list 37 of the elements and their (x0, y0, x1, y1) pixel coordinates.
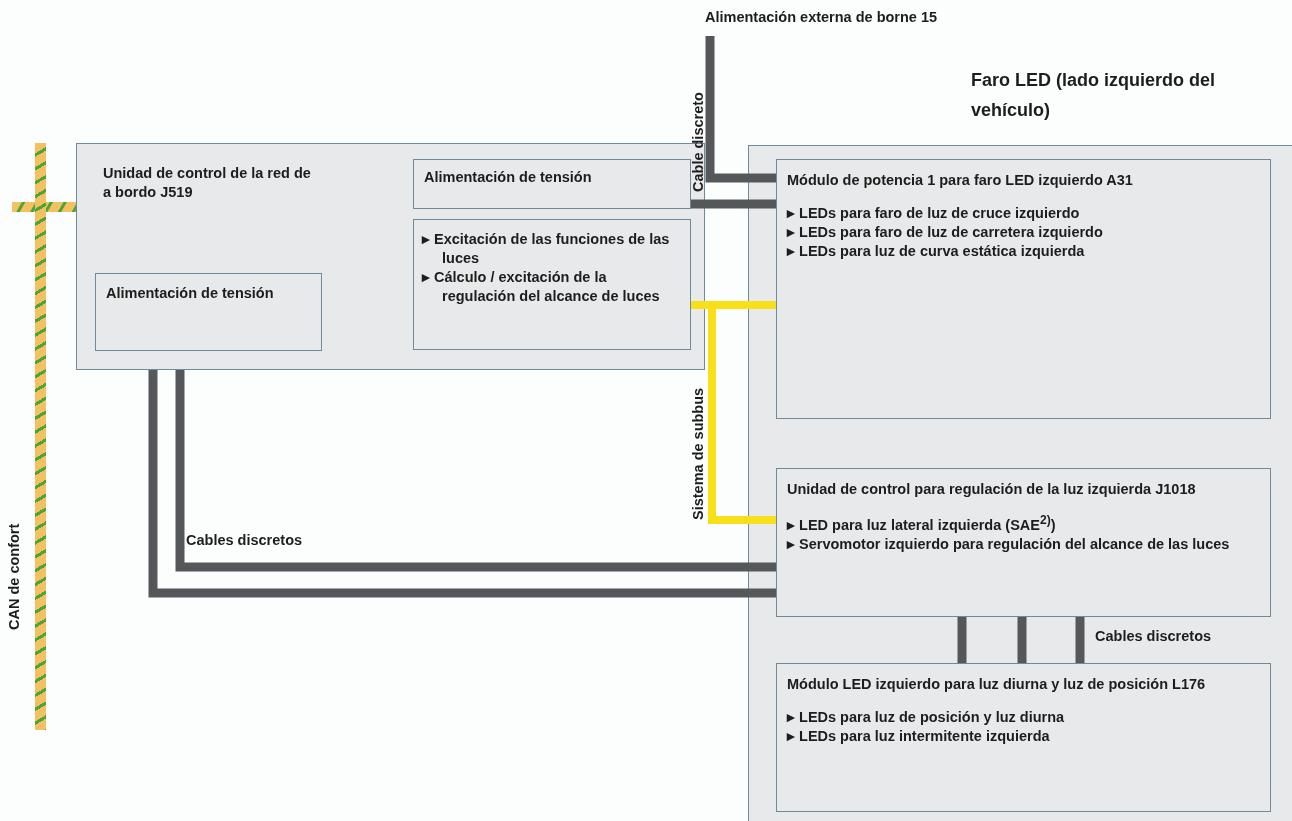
edge-label: Cable discreto (690, 92, 706, 192)
edge-label: Sistema de subbus (690, 387, 706, 520)
cable-line (957, 617, 967, 663)
box-heading: Alimentación de tensión (106, 284, 275, 303)
bullet-item: ▸ LEDs para faro de luz de cruce izquierdo (787, 203, 1081, 223)
box-heading: Módulo LED izquierdo para luz diurna y luz de posición L176 (787, 675, 1207, 694)
cable-line (1075, 617, 1085, 663)
bullet-item: ▸ Excitación de las funciones de las luces (422, 230, 671, 268)
headlight-title: Faro LED (lado izquierdo del vehículo) (971, 69, 1216, 122)
bullet-item: ▸ LEDs para luz intermitente izquierda (787, 726, 1051, 746)
function-box (413, 219, 691, 350)
supply-label: Alimentación externa de borne 15 (705, 8, 995, 32)
box-heading: Unidad de control de la red de a bordo J519 (103, 164, 312, 202)
bullet-item: ▸ LEDs para luz de posición y luz diurna (787, 707, 1066, 727)
cable-line (705, 36, 776, 183)
cable-line (1017, 617, 1027, 663)
cable-line (175, 370, 776, 572)
cable-line (148, 370, 776, 598)
box-heading: Módulo de potencia 1 para faro LED izquierdo A31 (787, 171, 1134, 190)
bullet-item: ▸ LEDs para luz de curva estática izquierda (787, 241, 1086, 261)
power-module-box (776, 159, 1271, 419)
can-bus-bar (35, 143, 46, 730)
bullet-item: ▸ Servomotor izquierdo para regulación del alcance de las luces (787, 534, 1231, 554)
power-supply-box (95, 273, 322, 351)
box-heading: Unidad de control para regulación de la luz izquierda J1018 (787, 480, 1197, 499)
edge-label: Cables discretos (186, 532, 303, 548)
edge-label: Cables discretos (1095, 628, 1212, 644)
bullet-item: ▸ Cálculo / excitación de la regulación del alcance de luces (422, 267, 661, 306)
power-supply-box (413, 159, 691, 209)
cable-line (691, 199, 776, 209)
bus-line (46, 202, 76, 212)
led-module-box (776, 663, 1271, 812)
bus-label: CAN de confort (6, 523, 22, 630)
bullet-item: ▸ LED para luz lateral izquierda (SAE$^{2)}$) (787, 512, 1057, 535)
leveling-control-box (776, 468, 1271, 617)
bullet-item: ▸ LEDs para faro de luz de carretera izquierdo (787, 222, 1104, 242)
box-heading: Alimentación de tensión (424, 168, 593, 187)
